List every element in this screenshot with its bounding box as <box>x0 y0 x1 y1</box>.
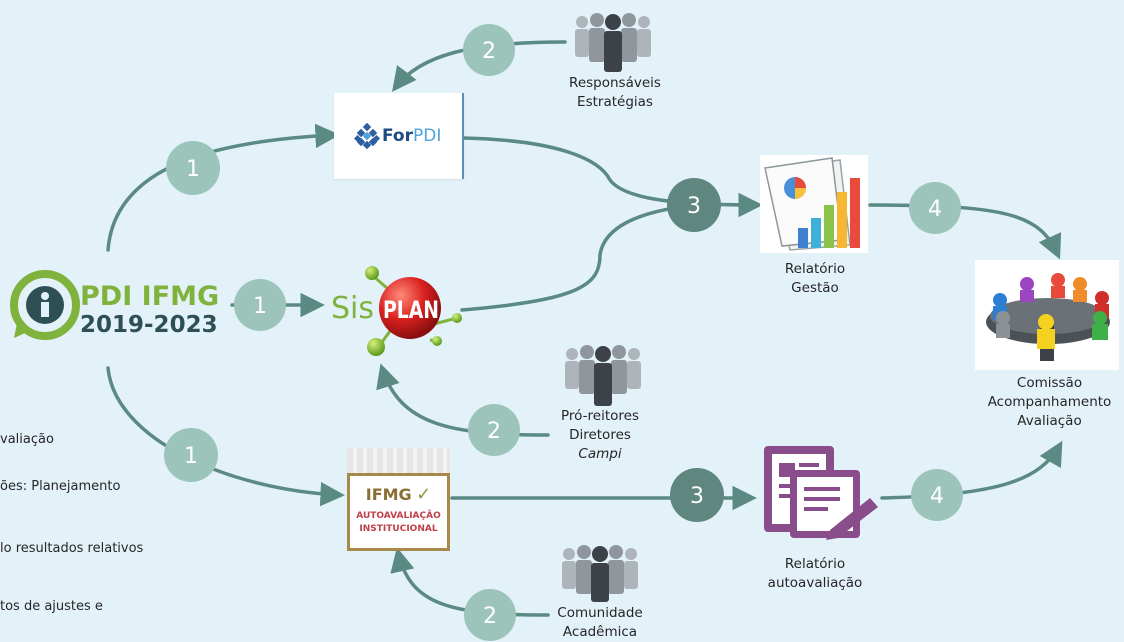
forpdi-label-pdi: PDI <box>413 126 442 146</box>
forpdi-label: ForPDI <box>382 126 441 146</box>
left-note-2: ões: Planejamento <box>0 479 121 494</box>
arrow-relatorio-to-comissao <box>880 440 1063 500</box>
step-2-bottom: 2 <box>464 589 516 641</box>
check-icon: ✓ <box>416 484 432 505</box>
step-number: 2 <box>483 604 497 629</box>
arrow-prorreitores-to-sisplan <box>376 363 550 437</box>
gestao-chart-icon <box>760 155 868 253</box>
logo-line2: 2019-2023 <box>80 312 218 338</box>
sisplan-logo: Sis PLAN <box>331 266 462 356</box>
label-line: Acompanhamento <box>987 394 1112 410</box>
forpdi-card: ForPDI <box>334 93 464 179</box>
step-number: 3 <box>687 194 701 219</box>
step-2-top: 2 <box>463 24 515 76</box>
pdi-ifmg-logo: PDI IFMG 2019-2023 <box>10 270 219 340</box>
label-line: Comunidade <box>557 605 643 621</box>
step-number: 4 <box>928 197 942 222</box>
step-number: 2 <box>482 39 496 64</box>
logo-line1: PDI IFMG <box>80 281 219 312</box>
arrow-gestao-to-comissao <box>868 203 1062 260</box>
step-number: 3 <box>690 484 704 509</box>
left-note-1: valiação <box>0 432 54 447</box>
step-3-bottom: 3 <box>670 468 724 522</box>
forpdi-label-for: For <box>382 126 413 146</box>
comunidade-label: Comunidade Acadêmica <box>525 604 675 642</box>
arrow-logo-to-forpdi <box>106 123 340 252</box>
left-note-4: tos de ajustes e <box>0 599 103 614</box>
arrow-responsaveis-to-forpdi <box>392 40 567 92</box>
label-line: Pró-reitores <box>561 408 639 424</box>
label-line: Diretores <box>569 427 631 443</box>
step-1-bottom: 1 <box>164 428 218 482</box>
people-group-icon <box>562 545 638 602</box>
label-line: Estratégias <box>577 94 653 110</box>
sisplan-label-sis: Sis <box>331 291 374 326</box>
step-3-top: 3 <box>667 178 721 232</box>
label-line: Campi <box>578 446 622 462</box>
autoavaliacao-label-line2: INSTITUCIONAL <box>359 524 438 534</box>
autoavaliacao-document-icon <box>764 446 878 540</box>
step-number: 2 <box>487 419 501 444</box>
label-line: Responsáveis <box>569 75 661 91</box>
people-group-icon <box>565 345 641 406</box>
forpdi-diamond-icon <box>354 123 380 149</box>
left-note-3: lo resultados relativos <box>0 541 144 556</box>
autoavaliacao-frame: IFMG ✓ AUTOAVALIAÇÃO INSTITUCIONAL <box>347 473 450 551</box>
label-line: Relatório <box>784 556 846 572</box>
responsaveis-label: Responsáveis Estratégias <box>540 74 690 112</box>
label-line: autoavaliação <box>767 575 863 591</box>
prorreitores-label: Pró-reitores Diretores Campi <box>525 407 675 464</box>
card-header-dots <box>347 448 450 473</box>
ifmg-brand-label: IFMG <box>365 485 412 504</box>
arrow-sisplan-to-gestao <box>460 203 722 312</box>
label-line: Relatório <box>784 261 846 277</box>
label-line: Gestão <box>791 280 839 296</box>
autoavaliacao-card: IFMG ✓ AUTOAVALIAÇÃO INSTITUCIONAL <box>347 448 450 551</box>
step-number: 1 <box>253 294 267 319</box>
step-number: 1 <box>184 444 198 469</box>
comissao-label: Comissão Acompanhamento Avaliação <box>975 374 1124 431</box>
comissao-meeting-icon <box>975 260 1119 370</box>
step-number: 1 <box>186 157 200 182</box>
relatorio-gestao-label: Relatório Gestão <box>745 260 885 298</box>
relatorio-autoavaliacao-label: Relatório autoavaliação <box>745 555 885 593</box>
step-4-top: 4 <box>909 182 961 234</box>
sisplan-label-plan: PLAN <box>383 296 439 324</box>
people-group-icon <box>575 13 651 72</box>
label-line: Comissão <box>1016 375 1083 391</box>
step-1-middle: 1 <box>234 279 286 331</box>
arrow-logo-to-autoavaliacao <box>106 366 345 507</box>
label-line: Acadêmica <box>562 624 638 640</box>
step-4-bottom: 4 <box>911 469 963 521</box>
label-line: Avaliação <box>1017 413 1082 429</box>
autoavaliacao-label-line1: AUTOAVALIAÇÃO <box>356 511 441 521</box>
step-1-top: 1 <box>166 141 220 195</box>
step-2-middle: 2 <box>468 404 520 456</box>
step-number: 4 <box>930 484 944 509</box>
